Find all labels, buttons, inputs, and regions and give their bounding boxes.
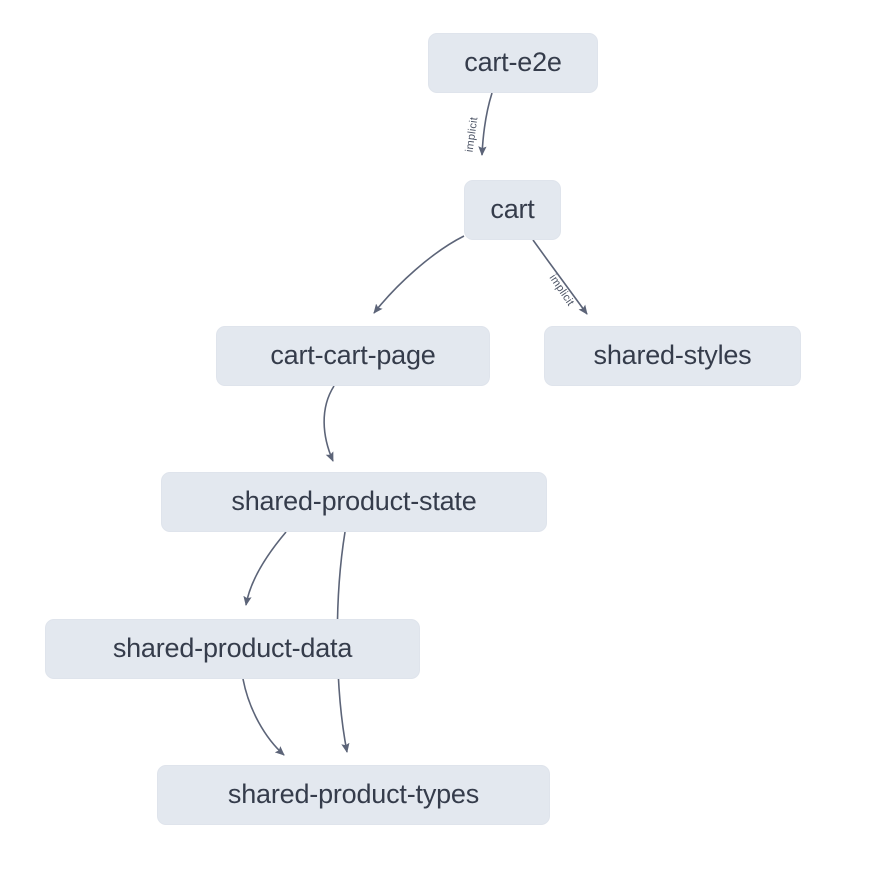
edge-shared-product-state-to-shared-product-data xyxy=(243,531,287,606)
edge-cart-cart-page-to-shared-product-state xyxy=(323,385,335,462)
edge-label-e1: implicit xyxy=(464,116,481,153)
graph-node-label: cart xyxy=(490,193,535,224)
edge-label-e3: implicit xyxy=(547,272,577,308)
graph-node-shared-product-data[interactable]: shared-product-data xyxy=(45,619,420,679)
edge-cart-to-cart-cart-page xyxy=(373,235,465,314)
graph-node-label: shared-styles xyxy=(593,339,752,370)
graph-node-cart-e2e[interactable]: cart-e2e xyxy=(428,33,598,93)
edge-shared-product-data-to-shared-product-types xyxy=(242,678,285,756)
edge-cart-to-shared-styles xyxy=(532,239,588,315)
graph-node-cart-cart-page[interactable]: cart-cart-page xyxy=(216,326,490,386)
graph-node-label: cart-cart-page xyxy=(270,339,436,370)
graph-node-shared-styles[interactable]: shared-styles xyxy=(544,326,801,386)
graph-node-label: shared-product-state xyxy=(231,485,477,516)
graph-node-label: shared-product-types xyxy=(227,778,480,809)
graph-node-cart[interactable]: cart xyxy=(464,180,561,240)
graph-node-label: shared-product-data xyxy=(112,632,353,663)
graph-node-shared-product-state[interactable]: shared-product-state xyxy=(161,472,547,532)
graph-node-label: cart-e2e xyxy=(464,46,562,77)
edge-cart-e2e-to-cart xyxy=(478,92,493,156)
graph-node-shared-product-types[interactable]: shared-product-types xyxy=(157,765,550,825)
